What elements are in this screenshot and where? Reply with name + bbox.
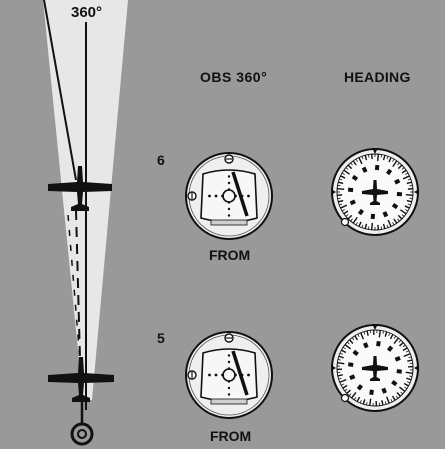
flight-track [43, 0, 81, 361]
obs-header: OBS 360° [200, 69, 268, 85]
course-deviation-indicator-icon [185, 331, 273, 419]
airplane-icon [48, 166, 112, 211]
position-number: 5 [157, 330, 165, 346]
course-label: 360° [71, 4, 103, 21]
vor-station-icon [70, 400, 94, 446]
course-deviation-indicator-icon [185, 152, 273, 240]
heading-header: HEADING [344, 69, 411, 85]
to-from-label: FROM [209, 247, 251, 263]
to-from-label: FROM [210, 428, 252, 444]
heading-indicator-icon [331, 324, 419, 412]
position-number: 6 [157, 152, 165, 168]
heading-indicator-icon [331, 148, 419, 236]
airplane-icon [48, 357, 114, 402]
